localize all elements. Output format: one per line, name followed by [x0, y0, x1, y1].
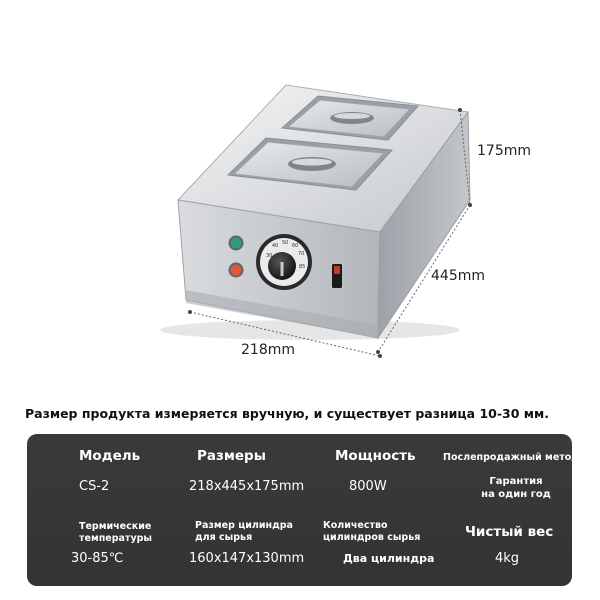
after-sales-label: Послепродажный метод: [443, 452, 579, 463]
net-weight-label: Чистый вес: [465, 524, 554, 540]
power-switch[interactable]: [332, 264, 342, 288]
cylinder-size-value: 160x147x130mm: [189, 551, 305, 566]
net-weight-value: 4kg: [495, 551, 520, 566]
spec-panel: Модель Размеры Мощность Послепродажный м…: [27, 434, 579, 586]
dial-mark: 60: [292, 243, 298, 249]
dial-mark: 30: [266, 253, 272, 259]
measurement-note: Размер продукта измеряется вручную, и су…: [25, 406, 549, 421]
dial-mark: 40: [272, 243, 278, 249]
size-label: Размеры: [197, 448, 266, 464]
cylinder-count-label: Количество цилиндров сырья: [323, 520, 421, 543]
front-pan: [226, 137, 394, 191]
side-panel: [377, 110, 471, 340]
thermostat-knob[interactable]: 30 40 50 60 70 85: [256, 234, 312, 290]
indicator-light-green: [228, 235, 244, 251]
length-dimension-label: 445mm: [431, 268, 485, 284]
height-dimension-label: 175mm: [477, 143, 531, 159]
model-value: CS-2: [79, 479, 110, 494]
model-label: Модель: [79, 448, 141, 464]
after-sales-value: Гарантия на один год: [481, 476, 551, 500]
temperature-label: Термические температуры: [79, 521, 153, 544]
back-pan: [280, 95, 420, 141]
dial-mark: 85: [299, 264, 305, 270]
power-value: 800W: [349, 479, 387, 494]
temperature-value: 30-85℃: [71, 551, 124, 566]
size-value: 218x445x175mm: [189, 479, 305, 494]
width-dimension-line: [189, 311, 381, 357]
product-image: 30 40 50 60 70 85: [160, 84, 472, 358]
indicator-light-red: [228, 262, 244, 278]
cylinder-size-label: Размер цилиндра для сырья: [195, 520, 293, 543]
dial-mark: 70: [298, 251, 304, 257]
cylinder-count-value: Два цилиндра: [343, 552, 435, 565]
dial-mark: 50: [282, 240, 288, 246]
length-dimension-line: [377, 204, 471, 353]
power-label: Мощность: [335, 448, 416, 464]
width-dimension-label: 218mm: [241, 342, 295, 358]
